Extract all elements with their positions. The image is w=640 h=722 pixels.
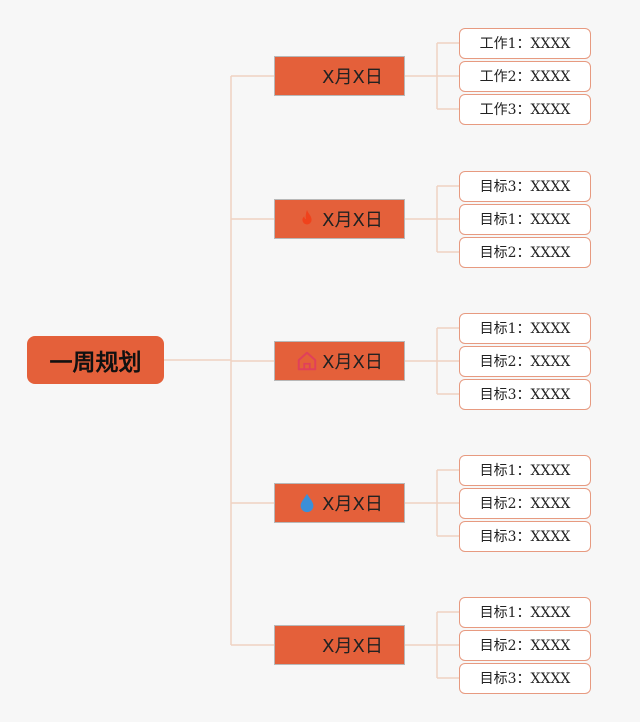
task-item[interactable]: 目标2：XXXX [459,487,591,519]
day-node[interactable]: X月X日 [274,483,405,523]
task-item[interactable]: 目标2：XXXX [459,345,591,377]
home-icon [296,350,318,372]
day-node[interactable]: X月X日 [274,56,405,96]
day-label: X月X日 [322,210,383,231]
day-label: X月X日 [322,636,383,657]
task-item[interactable]: 目标3：XXXX [459,520,591,552]
task-item[interactable]: 目标1：XXXX [459,454,591,486]
task-item[interactable]: 目标1：XXXX [459,596,591,628]
task-item[interactable]: 目标3：XXXX [459,378,591,410]
task-item[interactable]: 目标2：XXXX [459,629,591,661]
day-node[interactable]: X月X日 [274,625,405,665]
task-item[interactable]: 目标1：XXXX [459,203,591,235]
task-item[interactable]: 目标3：XXXX [459,170,591,202]
fire-icon [296,208,318,230]
root-topic[interactable]: 一周规划 [27,336,164,384]
task-item[interactable]: 工作3：XXXX [459,93,591,125]
task-item[interactable]: 工作1：XXXX [459,27,591,59]
day-label: X月X日 [322,67,383,88]
water-drop-icon [296,492,318,514]
task-item[interactable]: 目标1：XXXX [459,312,591,344]
day-node[interactable]: X月X日 [274,341,405,381]
task-item[interactable]: 工作2：XXXX [459,60,591,92]
icon-placeholder [296,634,318,656]
day-label: X月X日 [322,494,383,515]
icon-placeholder [296,65,318,87]
day-label: X月X日 [322,352,383,373]
task-item[interactable]: 目标2：XXXX [459,236,591,268]
task-item[interactable]: 目标3：XXXX [459,662,591,694]
day-node[interactable]: X月X日 [274,199,405,239]
